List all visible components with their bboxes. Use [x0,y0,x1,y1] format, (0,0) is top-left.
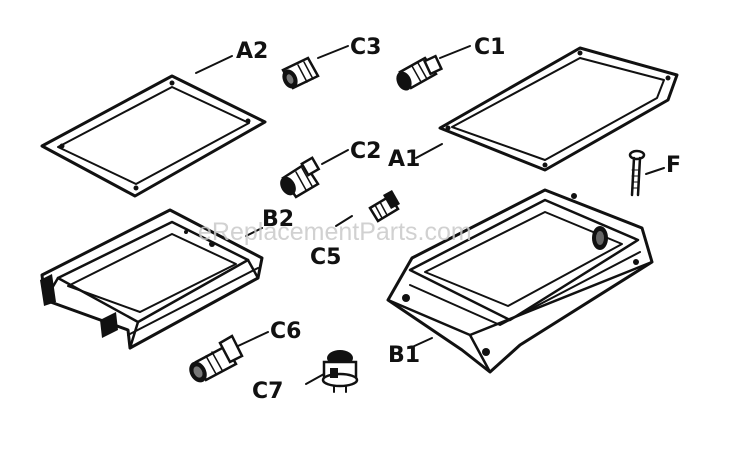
leader-lines [195,45,665,385]
label-c5: C5 [310,245,341,270]
plug-c1 [396,54,444,91]
label-c3: C3 [350,35,381,60]
plug-c7 [321,350,359,393]
fitting-c6 [189,334,244,383]
plug-c2 [280,156,321,199]
bolt-f [628,149,646,197]
watermark-text: eReplacementParts.com [198,218,472,246]
label-b1: B1 [388,343,420,368]
label-a2: A2 [236,39,268,64]
label-c2: C2 [350,139,381,164]
gasket-a1 [438,46,679,172]
plug-c3 [281,56,320,90]
housing-b1 [386,188,654,374]
label-c7: C7 [252,379,283,404]
label-b2: B2 [262,207,294,232]
gasket-a2 [40,74,267,198]
label-f: F [666,153,681,178]
label-c1: C1 [474,35,505,60]
label-c6: C6 [270,319,301,344]
housing-b2 [40,208,264,350]
label-a1: A1 [388,147,420,172]
fitting-c5 [368,190,400,223]
